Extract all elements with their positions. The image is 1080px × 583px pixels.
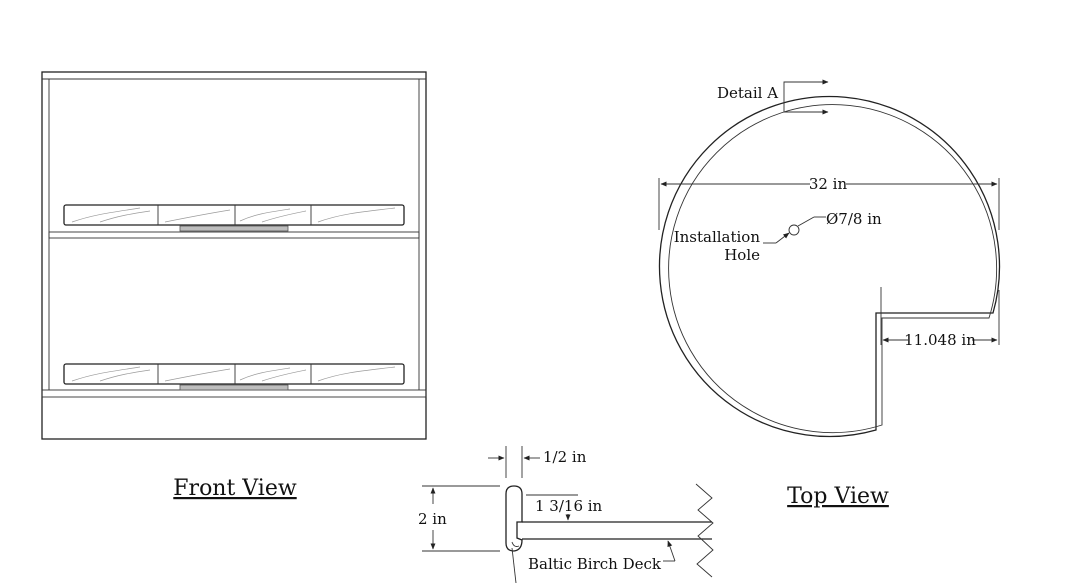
total-height-dimension: 2 in [418, 510, 447, 528]
top-view: Detail A 32 in Ø7/8 in Installation Hole… [658, 79, 1001, 509]
tray-outer-rim [658, 95, 1001, 438]
hole-label-line2: Hole [724, 246, 760, 264]
front-view-title: Front View [173, 476, 297, 501]
cabinet-outline [41, 71, 427, 440]
lower-tray [63, 363, 405, 391]
tray-inner-rim [668, 104, 998, 434]
detail-a-callout [783, 81, 828, 113]
lip-height-dimension: 1 3/16 in [535, 497, 603, 515]
installation-hole [788, 224, 800, 236]
upper-tray [63, 204, 405, 232]
thickness-dimension: 1/2 in [543, 448, 587, 466]
diameter-dimension: 32 in [809, 175, 848, 193]
deck-label: Baltic Birch Deck [528, 555, 662, 573]
middle-shelf [48, 231, 420, 239]
cutout-width-dimension: 11.048 in [904, 331, 976, 349]
lower-tray-bearing [179, 384, 289, 391]
hole-label-line1: Installation [674, 228, 761, 246]
bottom-deck [41, 389, 427, 398]
front-view: Front View [41, 71, 427, 501]
top-view-title: Top View [787, 484, 889, 509]
hole-diameter-dimension: Ø7/8 in [826, 210, 882, 228]
break-line [695, 483, 714, 578]
rim-profile [505, 485, 523, 552]
detail-a-label: Detail A [717, 84, 778, 102]
detail-section: 1/2 in 1 3/16 in 2 in Baltic Birch Deck [418, 446, 714, 583]
upper-tray-bearing [179, 225, 289, 232]
